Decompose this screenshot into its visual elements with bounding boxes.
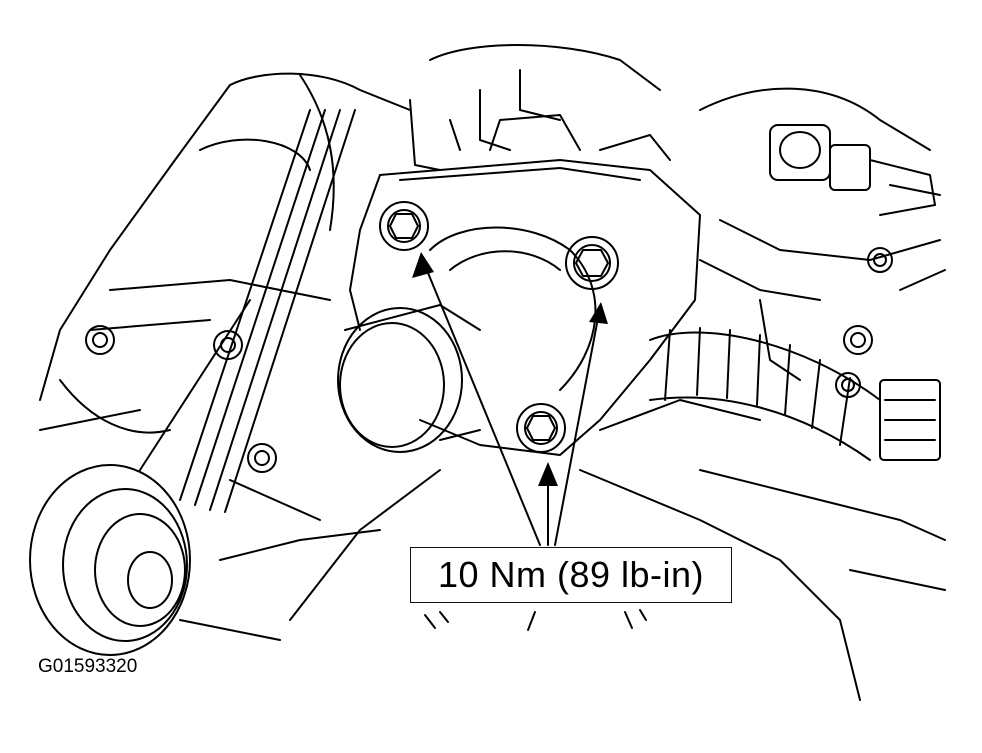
crankshaft-pulley bbox=[29, 464, 191, 656]
arrowhead-right bbox=[589, 302, 608, 324]
sensor-connector bbox=[769, 124, 941, 216]
torque-callout-box: 10 Nm (89 lb-in) bbox=[410, 547, 732, 603]
callout-leader-lines bbox=[425, 267, 599, 546]
figure-id: G01593320 bbox=[38, 656, 138, 677]
thermostat-housing bbox=[349, 114, 701, 456]
arrowhead-lower bbox=[538, 462, 558, 486]
thermostat-outlet-tube bbox=[337, 304, 481, 453]
callout-ticks bbox=[424, 609, 647, 631]
housing-bolt-left bbox=[379, 201, 429, 251]
arrowheads bbox=[412, 252, 608, 486]
torque-label: 10 Nm (89 lb-in) bbox=[437, 554, 705, 595]
housing-bolt-lower bbox=[516, 403, 566, 453]
engine-background-lines bbox=[39, 44, 946, 701]
drive-belt bbox=[139, 109, 356, 513]
arrowhead-left bbox=[412, 252, 434, 278]
housing-bolt-right bbox=[565, 236, 619, 290]
wiring-harness bbox=[649, 327, 941, 461]
